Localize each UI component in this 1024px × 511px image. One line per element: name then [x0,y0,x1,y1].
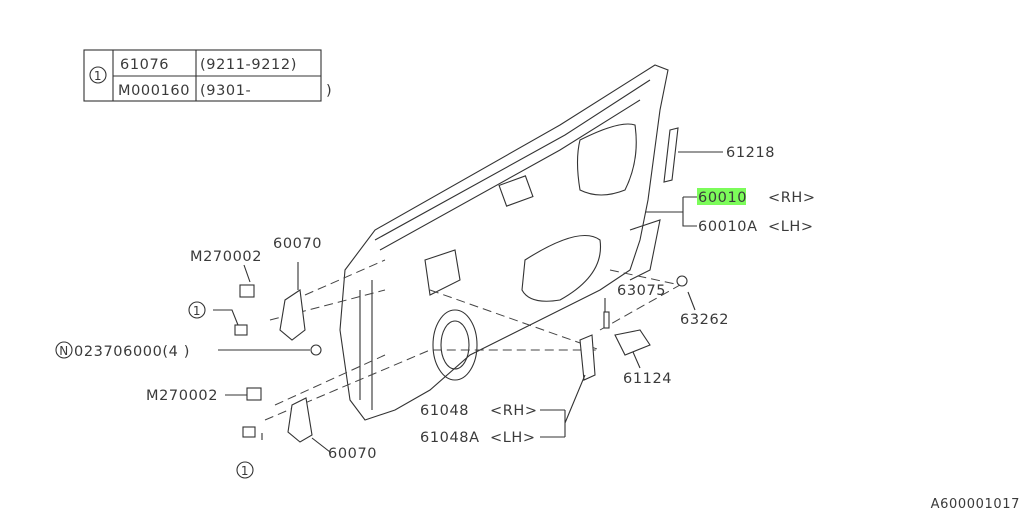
table-symbol: 1 [94,69,102,83]
label-63262[interactable]: 63262 [680,312,729,328]
label-61048A-side: <LH> [490,430,536,446]
label-m270002-bottom[interactable]: M270002 [146,388,218,404]
table-range: (9211-9212) [200,57,297,73]
table-range: (9301- [200,83,251,99]
table-range-end: ) [326,83,332,99]
label-61218[interactable]: 61218 [726,145,775,161]
label-61048A[interactable]: 61048A [420,430,480,446]
label-61048-side: <RH> [490,403,538,419]
lower-hinge [242,387,313,443]
label-60010A-side: <LH> [768,219,814,235]
door-check [579,275,688,381]
table-part: M000160 [118,83,190,99]
label-60070-bottom[interactable]: 60070 [328,446,377,462]
label-n-symbol: N [59,344,69,358]
label-60010[interactable]: 60010 [698,190,747,206]
ref-circle-icon [188,301,206,319]
reference-table: 1 61076 (9211-9212) M000160 (9301- ) [83,49,332,102]
table-part: 61076 [120,57,169,73]
highlight-60010 [697,188,746,205]
label-60010A[interactable]: 60010A [698,219,758,235]
ref-circle-icon [89,66,107,84]
label-m270002-top[interactable]: M270002 [190,249,262,265]
upper-hinge [234,284,306,341]
weatherstrip-part [663,127,679,183]
door-panel-drawing [339,64,669,421]
label-ref1-top: 1 [193,304,201,318]
label-60010-side: <RH> [768,190,816,206]
label-ref1-bottom: 1 [241,464,249,478]
n-circle-icon [55,341,73,359]
label-63075[interactable]: 63075 [617,283,666,299]
label-023706000[interactable]: 023706000(4 ) [74,344,190,360]
ref-circle-icon [236,461,254,479]
label-60070-top[interactable]: 60070 [273,236,322,252]
nut-part [310,344,322,356]
label-61048[interactable]: 61048 [420,403,469,419]
diagram-id: A600001017 [931,497,1020,511]
label-61124[interactable]: 61124 [623,371,672,387]
